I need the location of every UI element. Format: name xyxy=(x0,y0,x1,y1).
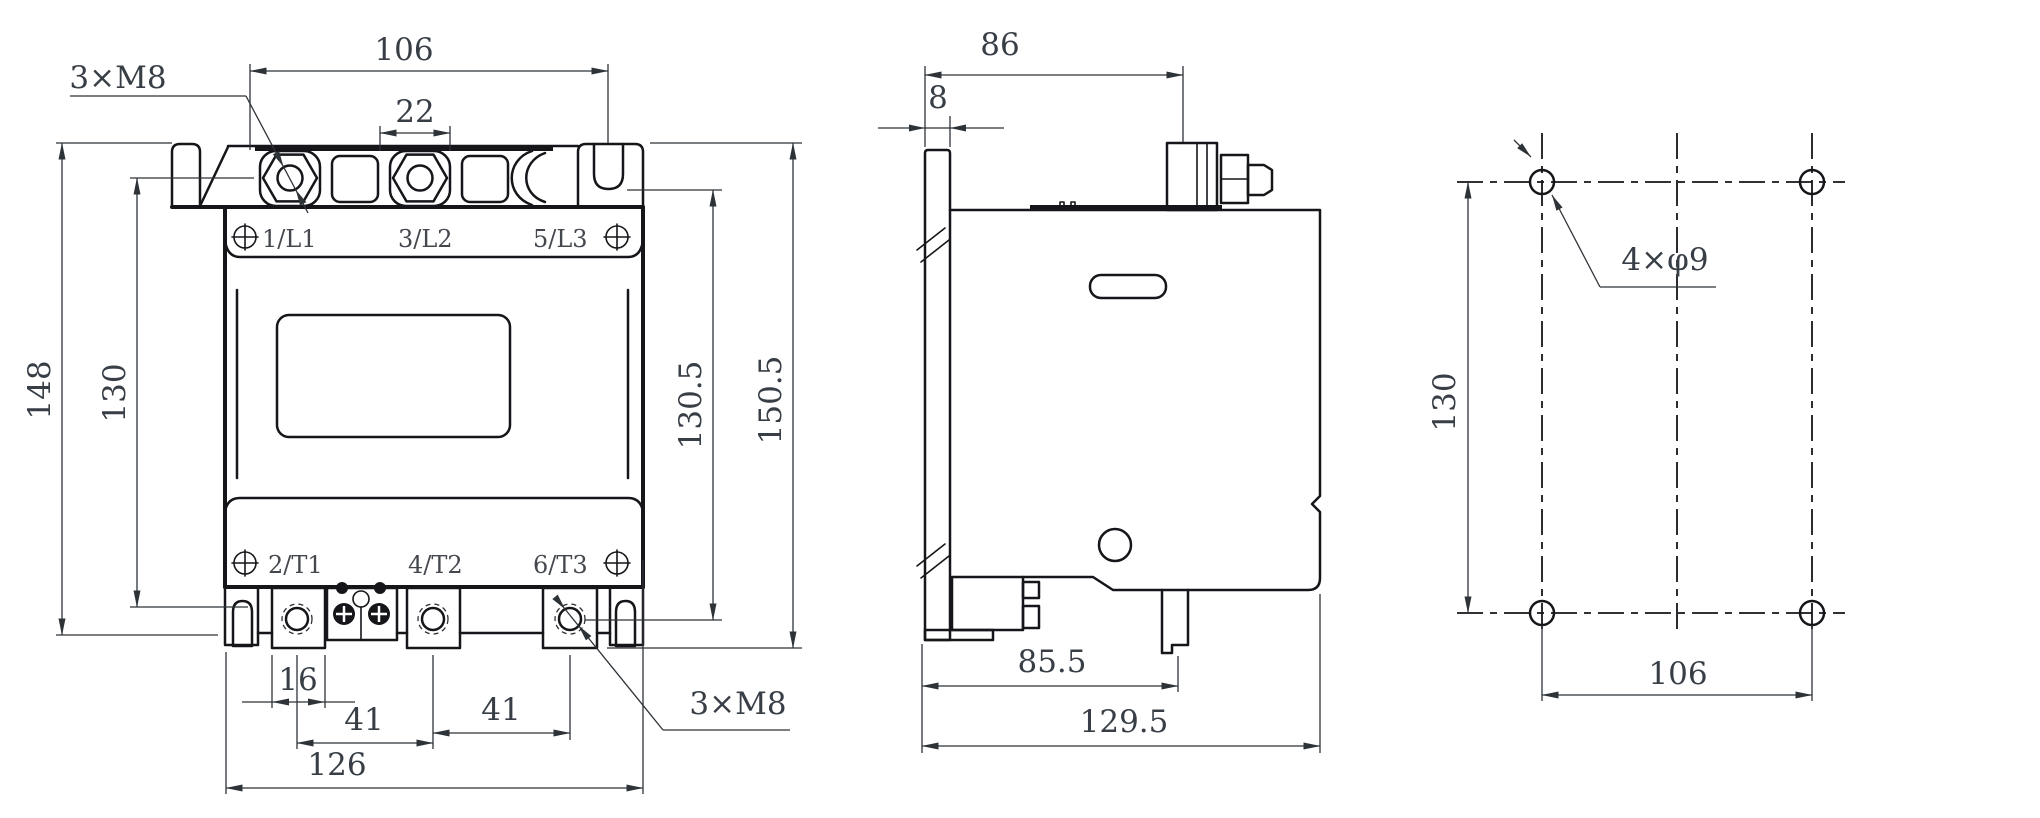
dim-pitch-b: 41 xyxy=(481,692,520,728)
label-3xM8-top: 3×M8 xyxy=(69,60,166,96)
side-bottom-tab xyxy=(1160,588,1190,655)
side-body-outline xyxy=(948,208,1322,592)
side-view: 86 8 85.5 129.5 xyxy=(878,27,1322,753)
label-terminal-2T1: 2/T1 xyxy=(268,551,323,579)
front-bottom-right-slot xyxy=(614,599,637,648)
dim-height-inner-right: 130.5 xyxy=(673,361,709,450)
screw-top-right xyxy=(603,223,631,251)
centerlines xyxy=(1457,133,1845,633)
label-terminal-4T2: 4/T2 xyxy=(408,551,463,579)
dim-front-top-width: 106 xyxy=(374,32,433,68)
mount-hole-top-right xyxy=(1798,168,1826,196)
label-4xphi9: 4×φ9 xyxy=(1621,242,1708,278)
front-top-right-slot xyxy=(592,142,625,191)
front-nameplate-window xyxy=(275,313,512,439)
label-terminal-5L3: 5/L3 xyxy=(533,225,588,253)
label-terminal-3L2: 3/L2 xyxy=(398,225,453,253)
dim-mount-horizontal: 106 xyxy=(1648,656,1707,692)
dim-depth-lower: 85.5 xyxy=(1017,644,1086,680)
thread-callout-bottom: 3×M8 xyxy=(552,594,790,731)
thread-callout-top: 3×M8 xyxy=(69,60,309,214)
screw-bottom-left xyxy=(231,549,259,577)
dim-plate-thickness: 8 xyxy=(928,80,948,116)
front-top-left-ear xyxy=(170,142,202,209)
dim-mount-vertical: 130 xyxy=(1427,372,1463,431)
dim-height-overall-right: 150.5 xyxy=(753,356,789,445)
screw-bottom-right xyxy=(603,549,631,577)
mounting-view: 4×φ9 130 106 xyxy=(1427,133,1845,701)
hole-callout: 4×φ9 xyxy=(1513,139,1716,288)
terminal-5L3-partial xyxy=(510,149,547,207)
screw-top-left xyxy=(231,223,259,251)
front-bottom-left-slot xyxy=(231,599,254,648)
front-view: 1/L1 3/L2 5/L3 2/T1 4/T2 6/T3 xyxy=(22,32,802,794)
dim-height-overall: 148 xyxy=(22,360,58,419)
mount-hole-top-left xyxy=(1528,168,1556,196)
side-clip xyxy=(1059,201,1076,211)
tab-2T1 xyxy=(270,586,327,650)
dim-depth-overall: 129.5 xyxy=(1080,704,1169,740)
label-3xM8-bottom: 3×M8 xyxy=(689,686,786,722)
dim-pitch-a: 41 xyxy=(344,702,383,738)
front-lower-transition xyxy=(223,496,645,514)
label-terminal-1L1: 1/L1 xyxy=(262,225,317,253)
tab-4T2 xyxy=(405,586,462,650)
tab-6T3 xyxy=(541,586,599,650)
front-dimensions: 106 22 148 130 130.5 150.5 xyxy=(22,32,802,794)
terminal-window-1 xyxy=(330,154,380,204)
side-dimensions: 86 8 85.5 129.5 xyxy=(878,27,1321,753)
front-top-right-ear xyxy=(576,142,645,209)
side-lower-terminal xyxy=(923,575,1041,642)
dim-bottom-width: 126 xyxy=(307,747,366,783)
coil-terminal-block xyxy=(325,582,399,642)
dim-tab-width: 16 xyxy=(278,662,317,698)
mount-dimensions: 130 106 xyxy=(1427,181,1813,701)
dim-depth-top: 86 xyxy=(980,27,1019,63)
terminal-window-2 xyxy=(460,154,510,204)
side-slot xyxy=(1088,273,1168,300)
dim-height-centers: 130 xyxy=(97,363,133,422)
dim-terminal-width: 22 xyxy=(395,94,434,130)
side-hole xyxy=(1097,527,1133,563)
label-terminal-6T3: 6/T3 xyxy=(533,551,588,579)
side-mounting-plate xyxy=(923,148,952,642)
front-chamfer xyxy=(198,145,230,208)
side-coil-stud xyxy=(1165,141,1274,212)
plate-break-marks xyxy=(916,227,950,579)
front-upper-transition xyxy=(223,238,645,259)
terminal-3L2 xyxy=(388,149,452,208)
